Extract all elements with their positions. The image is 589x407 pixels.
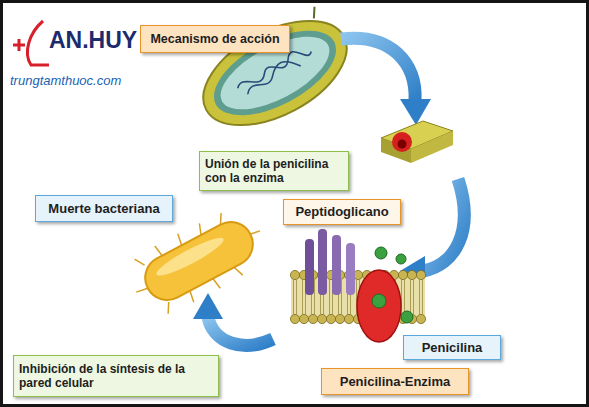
lipid-tail bbox=[294, 280, 297, 314]
cycle-arrow bbox=[423, 179, 464, 271]
node-text: Inhibición de la síntesis de la pared ce… bbox=[19, 362, 213, 391]
lipid-head bbox=[416, 270, 425, 279]
lipid-head bbox=[344, 314, 353, 323]
title-box: Mecanismo de acción bbox=[140, 25, 290, 53]
lipid-head bbox=[290, 270, 299, 279]
peptidoglycan bbox=[305, 229, 355, 295]
lipid-head bbox=[290, 314, 299, 323]
node-text: Penicilina-Enzima bbox=[340, 374, 451, 390]
part-label-box: Penicilina bbox=[403, 335, 501, 360]
lipid-tail bbox=[411, 280, 414, 314]
penicillin-molecule bbox=[375, 247, 387, 259]
lipid-head bbox=[317, 314, 326, 323]
logo-cross bbox=[13, 39, 25, 51]
node-text: Mecanismo de acción bbox=[150, 32, 279, 47]
process-box: Inhibición de la síntesis de la pared ce… bbox=[13, 355, 219, 397]
watermark-url: trungtamthuoc.com bbox=[10, 73, 121, 88]
peptidoglycan-rod bbox=[318, 229, 327, 295]
node-text: Peptidoglicano bbox=[295, 204, 388, 220]
cycle-arrow bbox=[208, 317, 273, 345]
lipid-head bbox=[299, 314, 308, 323]
node-text: Muerte bacteriana bbox=[48, 201, 159, 217]
part-label-box: Peptidoglicano bbox=[283, 199, 401, 225]
logo-background bbox=[3, 3, 139, 93]
bacterium-body bbox=[137, 214, 260, 307]
lipid-tail bbox=[420, 280, 423, 314]
arrow-head bbox=[193, 293, 223, 319]
penicillin-molecule bbox=[401, 311, 413, 323]
cycle-arrow bbox=[341, 38, 415, 101]
watermark-logo: AN.HUY bbox=[49, 27, 137, 54]
lipid-head bbox=[335, 314, 344, 323]
penicillin-molecule bbox=[396, 254, 406, 264]
part-label-box: Penicilina-Enzima bbox=[321, 368, 469, 395]
process-box: Unión de la penicilina con la enzima bbox=[199, 151, 349, 191]
enzyme-slab-front bbox=[411, 131, 453, 163]
result-box: Muerte bacteriana bbox=[35, 195, 173, 222]
lipid-head bbox=[398, 270, 407, 279]
logo-curve bbox=[27, 21, 49, 65]
peptidoglycan-rod bbox=[332, 235, 341, 295]
lipid-head bbox=[416, 314, 425, 323]
penicillin-bound bbox=[392, 132, 412, 152]
peptidoglycan-rod bbox=[346, 243, 355, 295]
penicillin-core bbox=[398, 140, 407, 149]
pilus bbox=[309, 7, 319, 19]
lipid-head bbox=[326, 314, 335, 323]
lipid-head bbox=[407, 270, 416, 279]
node-text: Penicilina bbox=[422, 340, 483, 356]
arrow-head bbox=[400, 99, 431, 125]
peptidoglycan-rod bbox=[305, 239, 314, 295]
lipid-tail bbox=[402, 280, 405, 314]
penicillin-molecule bbox=[372, 294, 386, 308]
highlight bbox=[153, 233, 227, 281]
node-text: Unión de la penicilina con la enzima bbox=[205, 157, 343, 186]
lipid-head bbox=[308, 314, 317, 323]
enzyme bbox=[357, 270, 401, 342]
